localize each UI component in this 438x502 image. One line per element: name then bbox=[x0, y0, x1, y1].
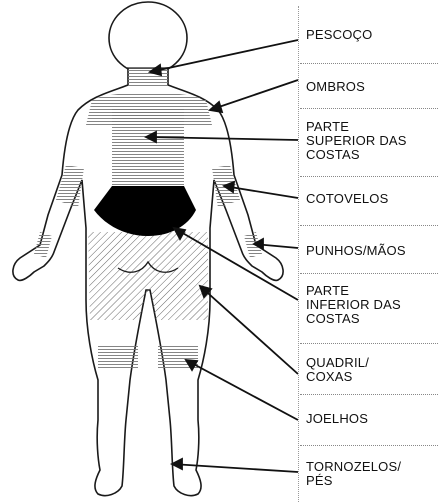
label-column-rule bbox=[298, 6, 299, 502]
divider bbox=[300, 225, 438, 226]
divider bbox=[300, 176, 438, 177]
label-ombros: OMBROS bbox=[306, 80, 365, 94]
left-knee-shade bbox=[98, 344, 138, 368]
label-parte-superior-das-costas: PARTE SUPERIOR DAS COSTAS bbox=[306, 120, 407, 162]
divider bbox=[300, 343, 438, 344]
label-tornozelos-pes: TORNOZELOS/ PÉS bbox=[306, 460, 401, 488]
divider bbox=[300, 394, 438, 395]
label-punhos-maos: PUNHOS/MÃOS bbox=[306, 244, 406, 258]
hips-thighs-shade bbox=[88, 232, 208, 320]
divider bbox=[300, 273, 438, 274]
upper-back-shade bbox=[112, 108, 184, 186]
arrow-knees bbox=[186, 360, 298, 420]
shaded-regions bbox=[34, 66, 262, 368]
label-joelhos: JOELHOS bbox=[306, 412, 368, 426]
divider bbox=[300, 445, 438, 446]
arrow-shoulders bbox=[210, 80, 298, 110]
head bbox=[109, 2, 187, 74]
label-cotovelos: COTOVELOS bbox=[306, 192, 388, 206]
label-parte-inferior-das-costas: PARTE INFERIOR DAS COSTAS bbox=[306, 284, 401, 326]
label-pescoco: PESCOÇO bbox=[306, 28, 372, 42]
divider bbox=[300, 108, 438, 109]
label-quadril-coxas: QUADRIL/ COXAS bbox=[306, 356, 369, 384]
arrow-hips-thighs bbox=[200, 286, 298, 374]
divider bbox=[300, 63, 438, 64]
